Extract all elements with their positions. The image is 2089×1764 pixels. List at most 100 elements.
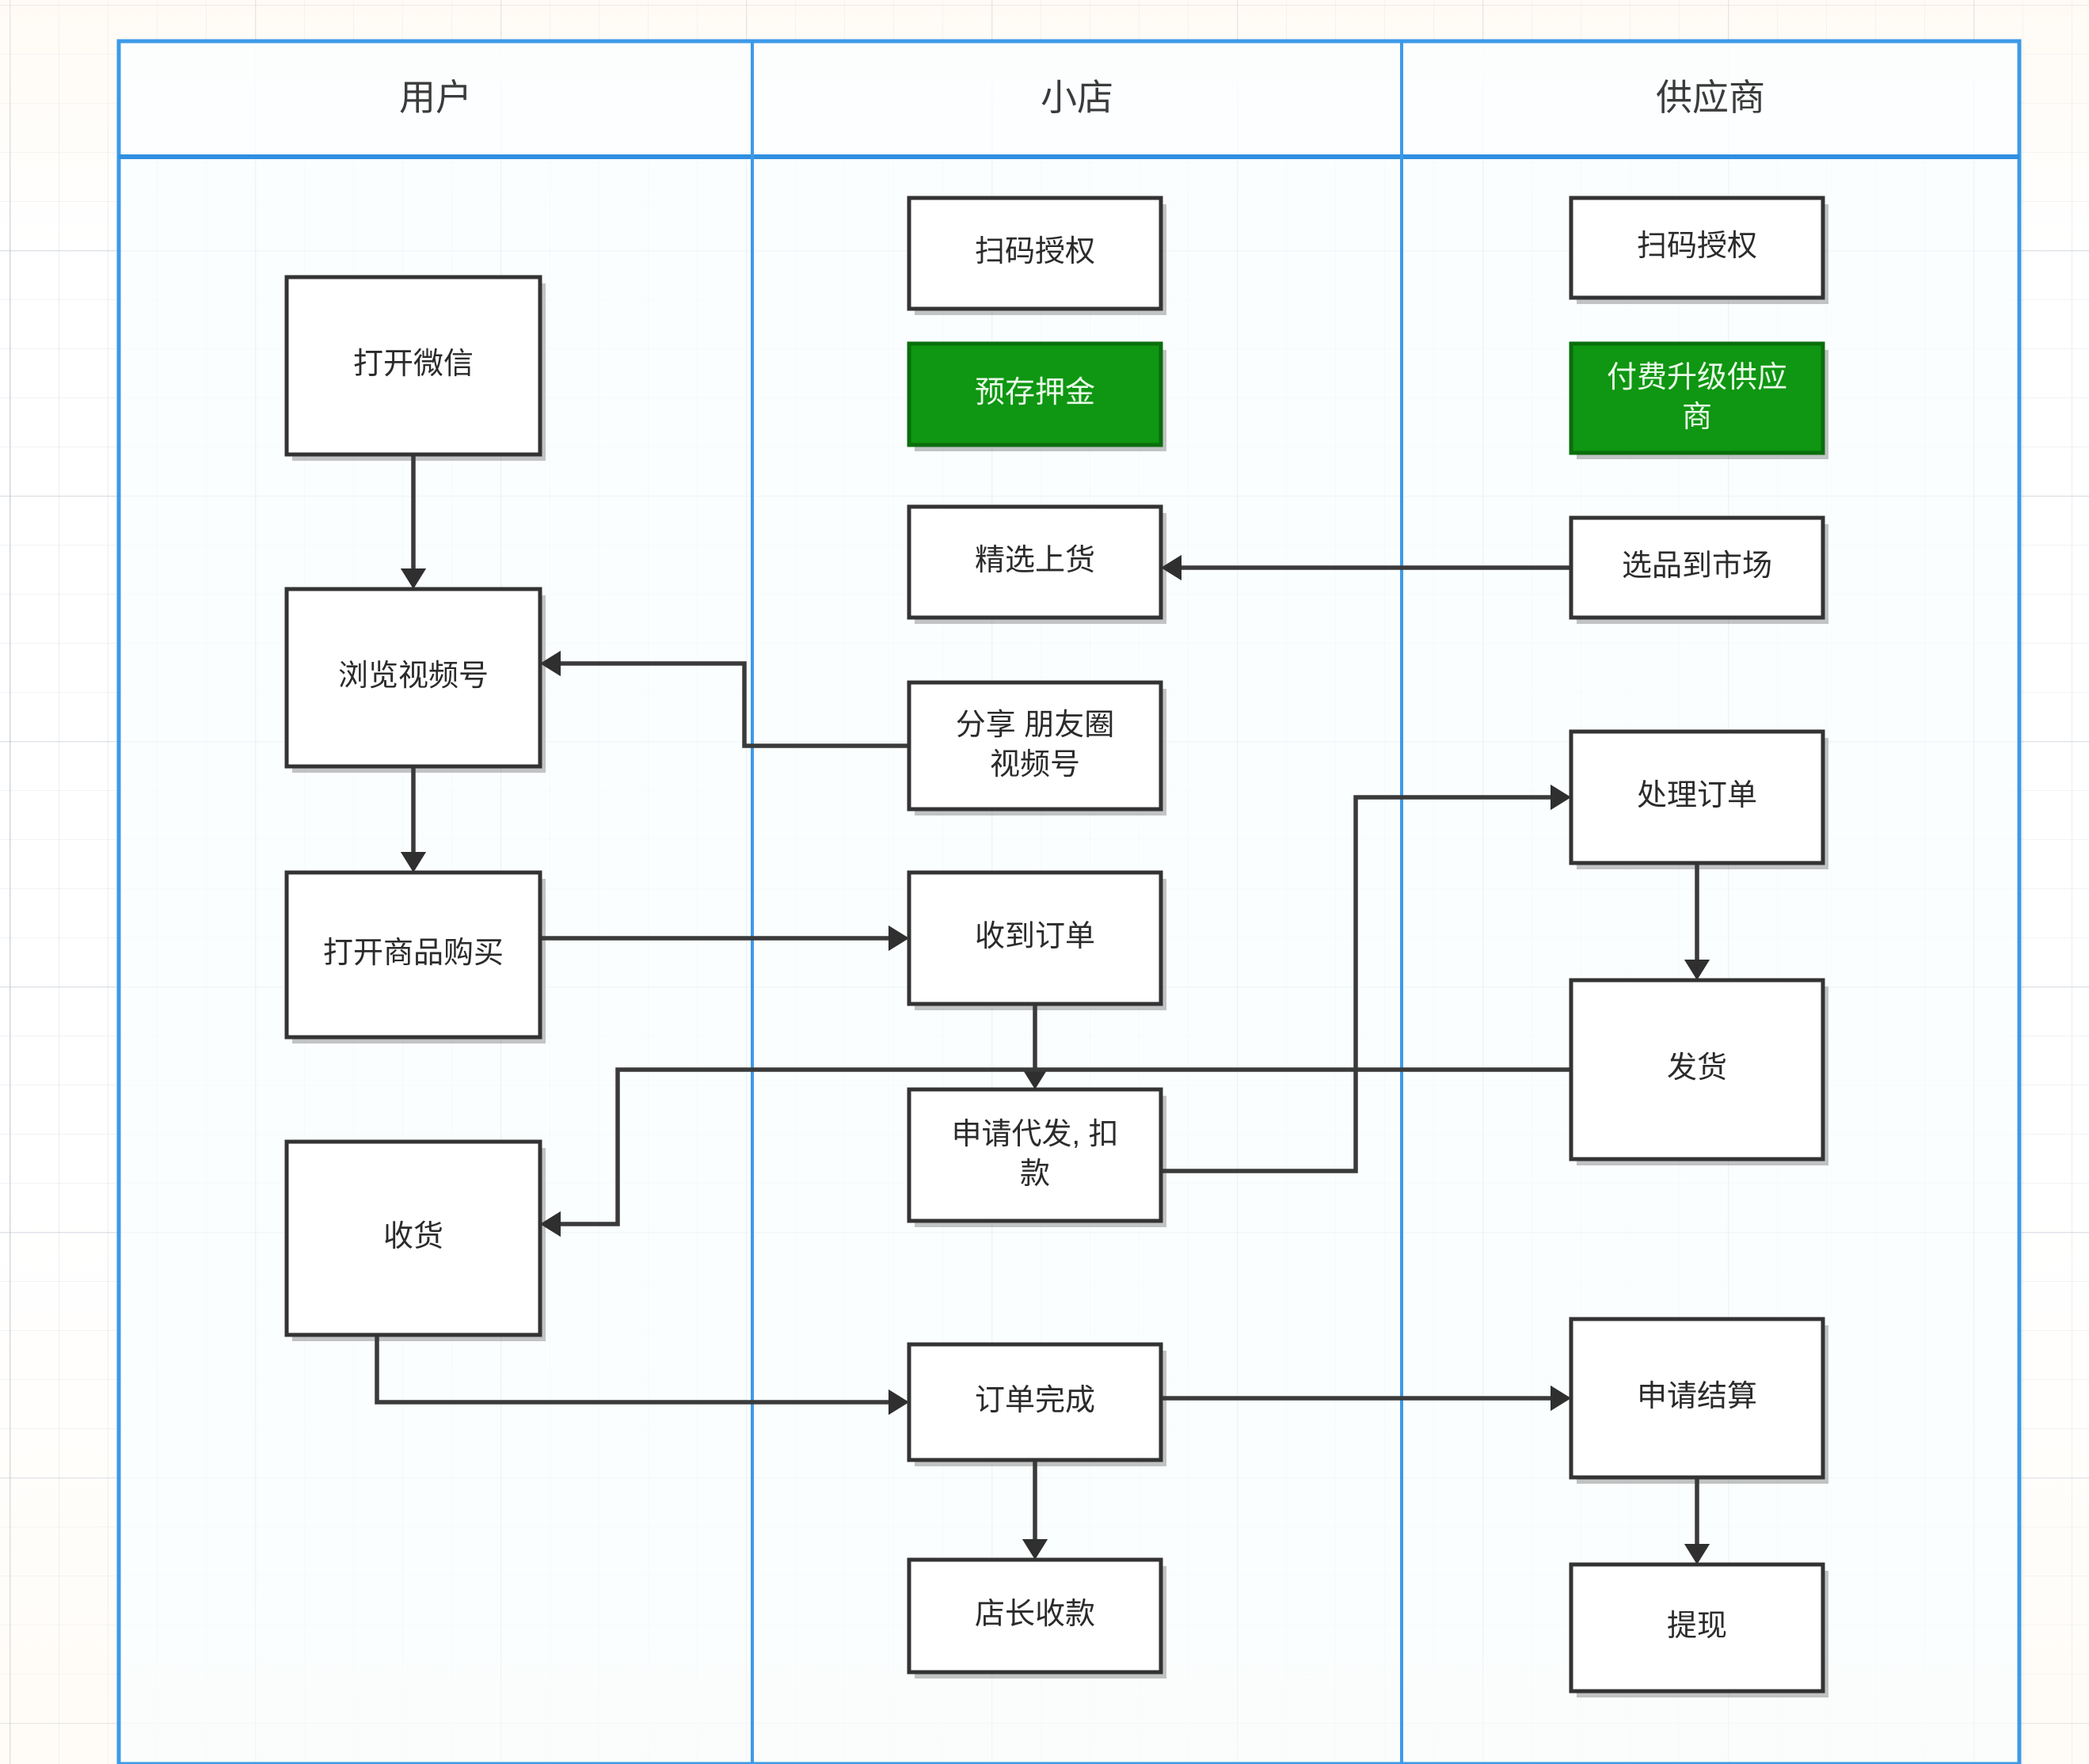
node-box[interactable] <box>907 1342 1163 1462</box>
flow-node-ship-goods[interactable]: 发货 <box>1569 978 1828 1165</box>
arrow-head-icon <box>1551 784 1571 811</box>
flow-connectors <box>375 454 1710 1564</box>
connector-e-browse-buy <box>400 766 427 872</box>
connector-e-ordercomplete-collect <box>1022 1460 1048 1560</box>
flow-node-receive-goods[interactable]: 收货 <box>284 1139 546 1341</box>
arrow-head-icon <box>1022 1539 1048 1560</box>
flow-node-apply-settlement[interactable]: 申请结算 <box>1569 1317 1828 1484</box>
connector-e-receive-ordercomplete <box>375 1335 909 1416</box>
node-label: 申请结算 <box>1637 1380 1757 1413</box>
flow-node-order-complete[interactable]: 订单完成 <box>907 1342 1166 1466</box>
node-box[interactable] <box>284 1139 542 1337</box>
node-box[interactable] <box>1569 196 1825 300</box>
arrow-head-icon <box>1551 1385 1571 1412</box>
node-label: 扫码授权 <box>1637 230 1757 263</box>
node-label: 选品到市场 <box>1622 549 1772 583</box>
node-label: 预存押金 <box>975 376 1095 409</box>
node-box[interactable] <box>284 870 542 1040</box>
swimlane-title-user: 用户 <box>399 77 472 118</box>
arrow-head-icon <box>888 925 909 952</box>
arrow-head-icon <box>1684 1544 1710 1564</box>
node-label: 订单完成 <box>975 1384 1095 1417</box>
node-label-line2: 款 <box>1020 1158 1050 1191</box>
node-label: 发货 <box>1667 1051 1727 1085</box>
connector-e-ordercomplete-settle <box>1161 1385 1571 1412</box>
swimlane-header-band-user <box>119 41 752 157</box>
flow-node-curated-stocking[interactable]: 精选上货 <box>907 504 1166 624</box>
node-label: 打开商品购买 <box>323 937 504 970</box>
connector-line <box>375 1335 888 1405</box>
swimlane-title-shop: 小店 <box>1041 77 1113 118</box>
flow-node-browse-channel[interactable]: 浏览视频号 <box>284 587 546 773</box>
node-box[interactable] <box>1569 341 1825 455</box>
connector-line <box>1161 795 1551 1173</box>
node-label: 浏览视频号 <box>338 660 489 693</box>
node-box[interactable] <box>1569 515 1825 620</box>
node-label-line2: 视频号 <box>990 748 1080 781</box>
arrow-head-icon <box>888 1389 909 1416</box>
swimlane-header-band-shop <box>752 41 1402 157</box>
flow-node-select-to-market[interactable]: 选品到市场 <box>1569 515 1828 624</box>
node-label: 申请代发, 扣 <box>951 1118 1118 1151</box>
node-box[interactable] <box>907 870 1163 1006</box>
connector-e-buy-orderreceived <box>540 925 909 952</box>
node-box[interactable] <box>907 341 1163 447</box>
connector-e-dropship-process <box>1161 784 1571 1173</box>
connector-line <box>561 661 909 748</box>
swimlane-title-supplier: 供应商 <box>1656 77 1765 118</box>
connector-e-wechat-browse <box>400 454 427 589</box>
arrow-head-icon <box>540 650 561 677</box>
flow-node-scan-auth-shop[interactable]: 扫码授权 <box>907 196 1166 315</box>
arrow-head-icon <box>1684 960 1710 980</box>
swimlane-shop: 小店 <box>752 41 1402 1764</box>
flow-node-withdraw[interactable]: 提现 <box>1569 1562 1828 1697</box>
node-box[interactable] <box>1569 1562 1825 1694</box>
flow-node-apply-dropship[interactable]: 申请代发, 扣款 <box>907 1087 1166 1227</box>
node-box[interactable] <box>1569 978 1825 1161</box>
node-box[interactable] <box>284 275 542 457</box>
node-label: 扫码授权 <box>975 235 1095 268</box>
node-label: 提现 <box>1667 1610 1727 1643</box>
node-box[interactable] <box>907 1087 1163 1223</box>
node-label: 打开微信 <box>353 348 474 381</box>
flow-node-prepay-deposit[interactable]: 预存押金 <box>907 341 1166 451</box>
connector-e-settle-withdraw <box>1684 1477 1710 1564</box>
connector-e-share-browse <box>540 650 909 748</box>
node-box[interactable] <box>1569 729 1825 865</box>
node-label: 收货 <box>383 1220 443 1253</box>
node-label: 付费升级供应 <box>1607 361 1787 394</box>
flow-node-scan-auth-supplier[interactable]: 扫码授权 <box>1569 196 1828 304</box>
swimlane-header-band-supplier <box>1402 41 2019 157</box>
arrow-head-icon <box>1161 554 1181 581</box>
node-label: 店长收款 <box>975 1598 1095 1631</box>
arrow-head-icon <box>540 1211 561 1237</box>
arrow-head-icon <box>1022 1069 1048 1089</box>
connector-line <box>561 1067 1571 1226</box>
flow-node-owner-collect[interactable]: 店长收款 <box>907 1557 1166 1678</box>
node-label-line2: 商 <box>1682 401 1712 434</box>
connector-e-orderreceived-dropship <box>1022 1004 1048 1089</box>
node-box[interactable] <box>907 504 1163 620</box>
arrow-head-icon <box>400 568 427 589</box>
swimlane-frame <box>116 39 2022 1764</box>
node-box[interactable] <box>284 587 542 769</box>
node-label: 处理订单 <box>1637 779 1757 812</box>
flow-node-process-order[interactable]: 处理订单 <box>1569 729 1828 869</box>
node-box[interactable] <box>907 196 1163 311</box>
arrow-head-icon <box>400 852 427 872</box>
node-label: 精选上货 <box>975 544 1095 577</box>
connector-e-ship-receive <box>540 1067 1571 1237</box>
node-box[interactable] <box>1569 1317 1825 1480</box>
node-label: 分享 朋友圈 <box>956 709 1115 742</box>
node-box[interactable] <box>907 680 1163 812</box>
flow-node-open-product-buy[interactable]: 打开商品购买 <box>284 870 546 1044</box>
flow-node-open-wechat[interactable]: 打开微信 <box>284 275 546 461</box>
flow-node-order-received[interactable]: 收到订单 <box>907 870 1166 1010</box>
node-label: 收到订单 <box>975 920 1095 953</box>
node-box[interactable] <box>907 1557 1163 1675</box>
